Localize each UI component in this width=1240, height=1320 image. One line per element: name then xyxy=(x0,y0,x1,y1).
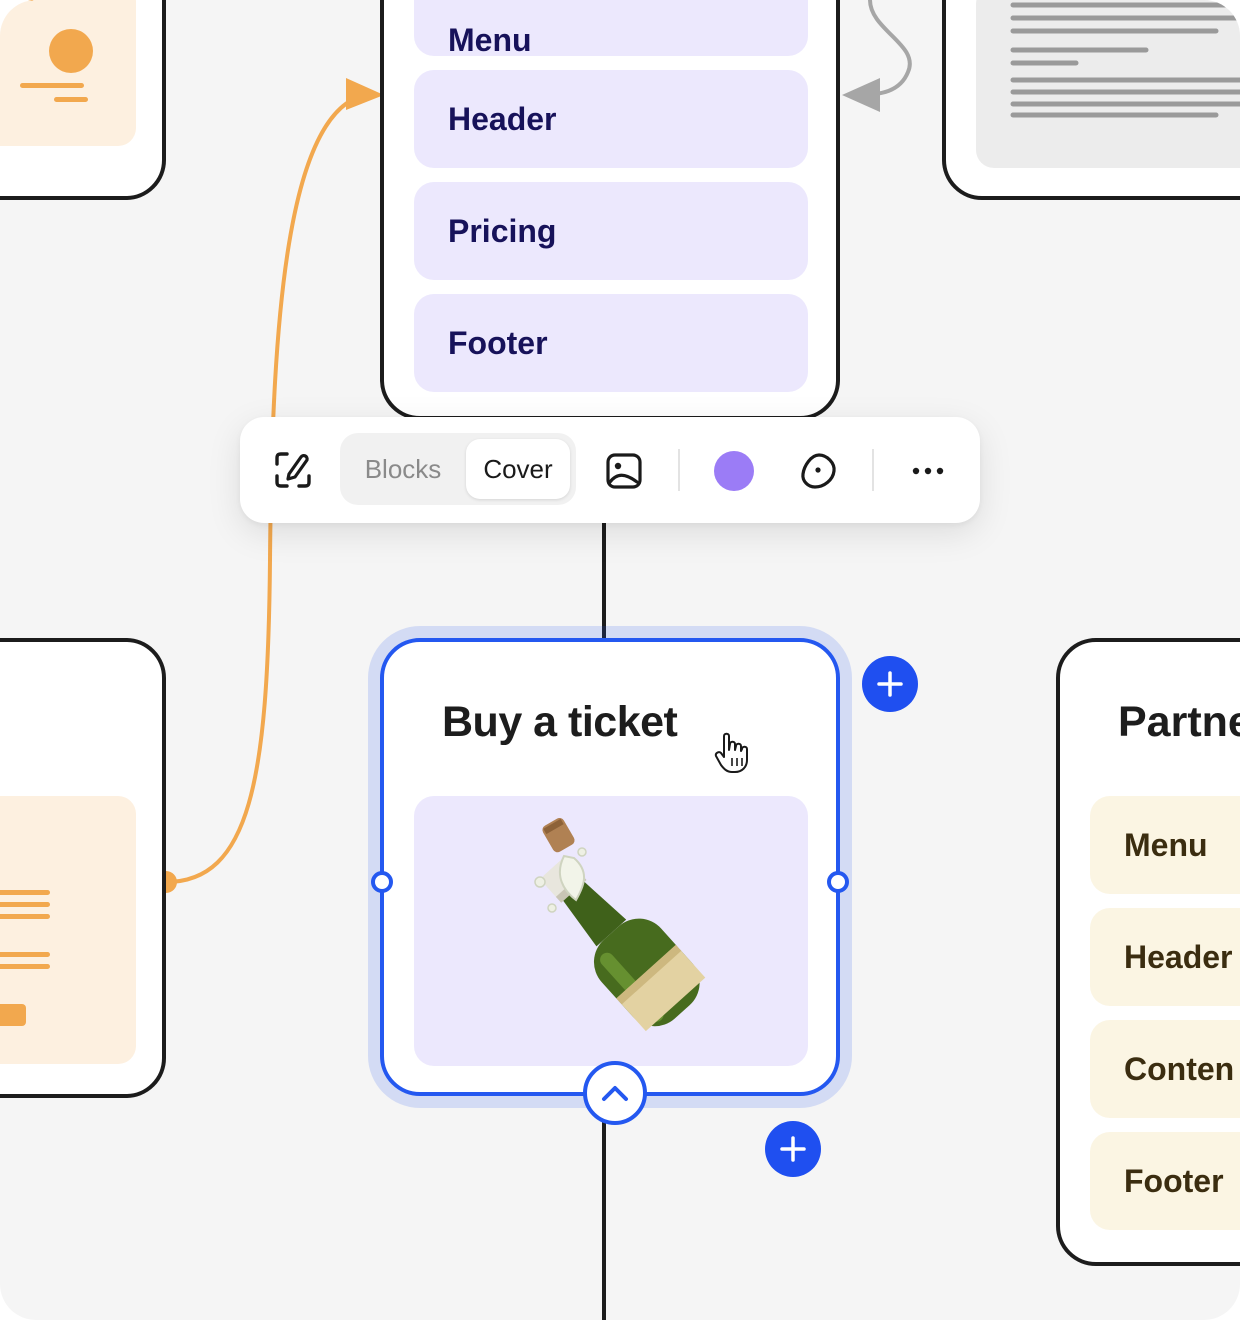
sun-circle-icon xyxy=(49,29,93,73)
view-segmented-control: Blocks Cover xyxy=(340,433,576,505)
pill-footer-label: Footer xyxy=(448,324,548,361)
pill-menu[interactable]: Menu xyxy=(414,0,808,58)
cover-image[interactable] xyxy=(414,796,808,1066)
image-button[interactable] xyxy=(600,447,648,495)
right-pill-content[interactable]: Conten xyxy=(1090,1020,1240,1118)
add-below-button[interactable] xyxy=(765,1121,821,1177)
right-page-card[interactable]: Partne Menu Header Conten Footer xyxy=(1056,638,1240,1266)
orange-arrow-head xyxy=(346,78,384,110)
right-pill-header[interactable]: Header xyxy=(1090,908,1240,1006)
edit-link-icon xyxy=(275,452,311,488)
right-pill-menu[interactable]: Menu xyxy=(1090,796,1240,894)
card-title[interactable]: Buy a ticket xyxy=(442,698,678,746)
pill-header-label: Header xyxy=(448,100,557,137)
floating-toolbar: Blocks Cover xyxy=(240,417,980,523)
toolbar-divider xyxy=(678,449,680,491)
right-pill-header-label: Header xyxy=(1124,938,1233,975)
right-card-title: Partne xyxy=(1118,698,1240,746)
orange-connector-line xyxy=(165,92,373,884)
champagne-bottle-icon xyxy=(534,817,706,1032)
top-right-card[interactable] xyxy=(942,0,1240,200)
more-icon xyxy=(912,467,944,475)
button-shape xyxy=(0,1004,26,1026)
buy-ticket-card[interactable]: Buy a ticket xyxy=(380,638,840,1096)
pill-header[interactable]: Header xyxy=(414,70,808,168)
shape-icon xyxy=(801,453,836,489)
plus-icon xyxy=(877,671,903,697)
shape-button[interactable] xyxy=(794,447,842,495)
right-pill-menu-label: Menu xyxy=(1124,826,1208,863)
right-connection-handle[interactable] xyxy=(827,871,849,893)
chevron-up-icon xyxy=(602,1086,628,1101)
pill-footer[interactable]: Footer xyxy=(414,294,808,392)
top-left-card[interactable] xyxy=(0,0,166,200)
toolbar-divider xyxy=(872,449,874,491)
left-connection-handle[interactable] xyxy=(371,871,393,893)
add-right-button[interactable] xyxy=(862,656,918,712)
pill-pricing-label: Pricing xyxy=(448,212,557,249)
more-button[interactable] xyxy=(904,447,952,495)
edit-link-button[interactable] xyxy=(268,445,318,495)
image-icon xyxy=(606,453,642,489)
bottom-left-thumbnail xyxy=(0,796,136,1064)
right-pill-content-label: Conten xyxy=(1124,1050,1235,1087)
collapse-button[interactable] xyxy=(583,1061,647,1125)
bottom-left-card[interactable] xyxy=(0,638,166,1098)
plus-icon xyxy=(780,1136,806,1162)
top-page-card[interactable]: Menu Header Pricing Footer xyxy=(380,0,840,420)
right-pill-footer-label: Footer xyxy=(1124,1162,1224,1199)
grey-arrow-head xyxy=(842,78,880,112)
text-document-thumbnail xyxy=(976,0,1240,168)
top-left-thumbnail xyxy=(0,0,136,146)
hand-cursor-icon xyxy=(714,732,748,773)
pill-menu-label: Menu xyxy=(448,22,532,58)
color-swatch-button[interactable] xyxy=(714,451,754,491)
tab-blocks[interactable]: Blocks xyxy=(364,453,442,484)
pill-pricing[interactable]: Pricing xyxy=(414,182,808,280)
text-lines-icon xyxy=(1010,2,1240,118)
grey-connector-line xyxy=(857,0,912,97)
tab-cover[interactable]: Cover xyxy=(466,439,570,499)
right-pill-footer[interactable]: Footer xyxy=(1090,1132,1240,1230)
